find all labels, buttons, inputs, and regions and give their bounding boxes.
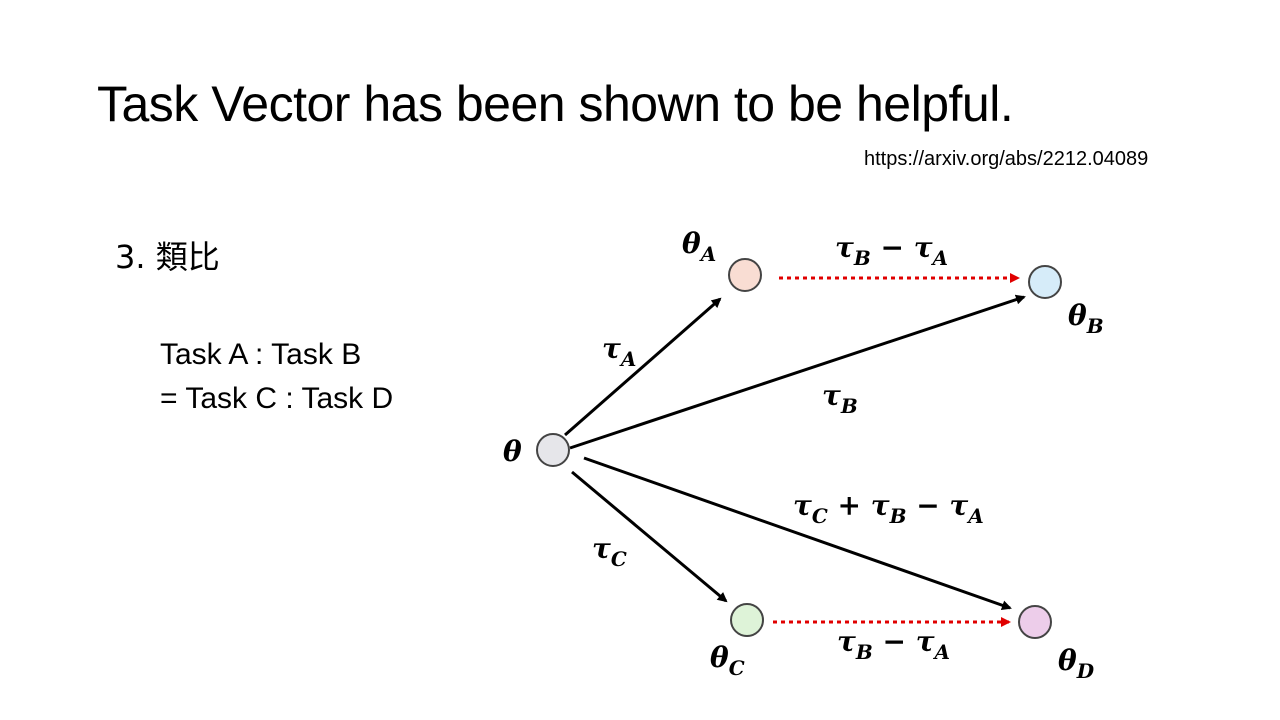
node-theta-a [728,258,762,292]
section-heading: 3. 類比 [115,238,220,276]
arrow-tau-a [564,297,722,437]
arrow-tau-c-plus-b-minus-a [583,456,1012,611]
node-theta-d [1018,605,1052,639]
node-theta [536,433,570,467]
node-theta-c [730,603,764,637]
label-tau-b-minus-tau-a-top: τB − τA [835,231,948,270]
label-theta-d: θD [1058,644,1095,683]
label-tau-b-minus-tau-a-bottom: τB − τA [837,625,950,664]
analogy-line-1: Task A : Task B [160,338,362,371]
node-theta-b [1028,265,1062,299]
analogy-line-2: = Task C : Task D [160,382,394,415]
label-tau-b: τB [822,379,858,418]
label-tau-c-plus-tau-b-minus-tau-a: τC + τB − τA [793,489,984,528]
reference-link[interactable]: https://arxiv.org/abs/2212.04089 [864,148,1149,170]
label-tau-a: τA [602,332,636,371]
label-theta-b: θB [1068,299,1104,338]
label-theta-c: θC [710,641,745,680]
label-tau-c: τC [592,532,627,571]
slide-title: Task Vector has been shown to be helpful… [97,76,1014,132]
label-theta-a: θA [682,227,716,266]
label-theta: θ [503,435,522,468]
arrow-tau-b [569,294,1026,450]
arrow-tau-c [571,470,728,603]
